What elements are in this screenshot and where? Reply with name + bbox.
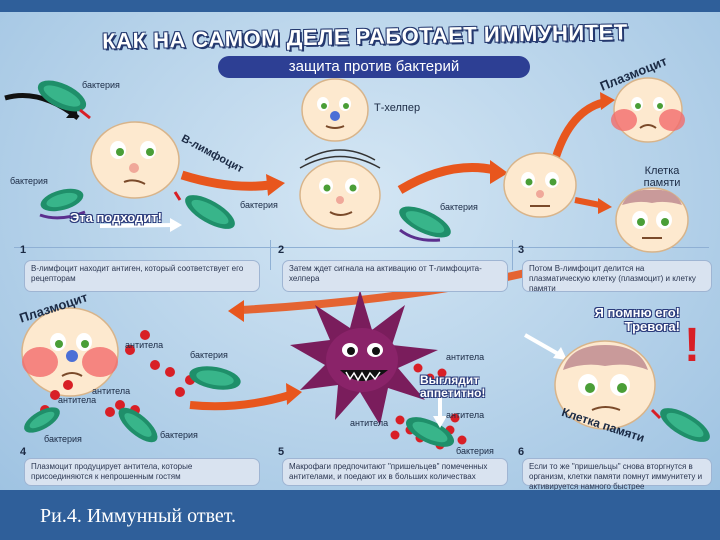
col-divider-1 xyxy=(270,240,271,270)
memory-cell-1 xyxy=(615,187,689,253)
step-4-number: 4 xyxy=(20,446,27,458)
bacterium-1a xyxy=(37,80,87,112)
bacterium-6 xyxy=(660,408,710,442)
step-1-text: В-лимфоцит находит антиген, который соот… xyxy=(24,260,260,292)
label-memory-cell-1: Клетка памяти xyxy=(643,165,681,189)
label-bacterium-5: бактерия xyxy=(456,446,494,456)
bacterium-4b xyxy=(118,407,158,443)
step-4-text: Плазмоцит продуцирует антитела, которые … xyxy=(24,458,260,486)
entry-arrow xyxy=(4,93,80,120)
label-bacterium-1c: бактерия xyxy=(240,200,278,210)
label-antibody-4a: антитела xyxy=(125,340,164,350)
bacterium-1c xyxy=(185,195,235,229)
diagram-subtitle: защита против бактерий xyxy=(218,56,530,78)
step-3-text: Потом В-лимфоцит делится на плазматическ… xyxy=(522,260,712,293)
bacterium-4c xyxy=(24,407,60,433)
col-divider-2 xyxy=(512,240,513,270)
macrophage-cell xyxy=(290,290,438,425)
bacterium-1b xyxy=(40,188,84,212)
arrow-2-to-3 xyxy=(397,163,496,194)
shout-here-it-comes: Эта подходит! xyxy=(70,210,162,225)
label-bacterium-4c: бактерия xyxy=(44,434,82,444)
bacterium-4a xyxy=(189,366,241,390)
label-antibody-4b: антитела xyxy=(92,386,131,396)
step-1-number: 1 xyxy=(20,244,27,256)
step-6-text: Если то же "пришельцы" снова вторгнутся … xyxy=(522,458,712,490)
step-3-number: 3 xyxy=(518,244,525,256)
memory-cell-2 xyxy=(554,340,656,430)
diagram-canvas: КАК НА САМОМ ДЕЛЕ РАБОТАЕТ ИММУНИТЕТ защ… xyxy=(0,0,720,490)
plasmocyte-cell-2 xyxy=(21,307,119,397)
caption-bar xyxy=(0,490,720,540)
step-6-number: 6 xyxy=(518,446,525,458)
exclamation-mark: ! xyxy=(684,319,700,372)
label-antibody-5c: антитела xyxy=(350,418,389,428)
top-frame xyxy=(0,0,720,12)
arrow-4-to-5 xyxy=(189,391,292,411)
step-2-number: 2 xyxy=(278,244,285,256)
label-bacterium-1b: бактерия xyxy=(10,176,48,186)
label-bacterium-1a: бактерия xyxy=(82,80,120,90)
figure-caption: Ри.4. Иммунный ответ. xyxy=(40,505,237,527)
label-antibody-4c: антитела xyxy=(58,395,97,405)
b-lymphocyte-cell-3 xyxy=(503,152,577,218)
t-helper-cell xyxy=(301,78,369,142)
step-2-text: Затем ждет сигнала на активацию от Т-лим… xyxy=(282,260,508,292)
row-divider xyxy=(14,247,709,248)
label-antibody-5a: антитела xyxy=(446,352,485,362)
bacterium-5 xyxy=(405,417,455,447)
diagram-artwork xyxy=(4,77,710,450)
label-bacterium-4b: бактерия xyxy=(160,430,198,440)
plasmocyte-cell-1 xyxy=(611,77,685,143)
arrow-1-to-2 xyxy=(180,170,271,191)
shout-looks-tasty: Выглядит аппетитно! xyxy=(420,373,486,400)
label-antibody-5b: антитела xyxy=(446,410,485,420)
shout-i-remember: Я помню его! Тревога! xyxy=(594,305,680,334)
label-t-helper: Т-хелпер xyxy=(374,102,421,114)
b-lymphocyte-cell-1 xyxy=(90,121,180,199)
b-lymphocyte-cell-2 xyxy=(299,149,381,230)
label-bacterium-4a: бактерия xyxy=(190,350,228,360)
step-5-text: Макрофаги предпочитают "пришельцев" поме… xyxy=(282,458,508,486)
bacterium-2 xyxy=(399,206,451,238)
label-bacterium-2: бактерия xyxy=(440,202,478,212)
step-5-number: 5 xyxy=(278,446,285,458)
